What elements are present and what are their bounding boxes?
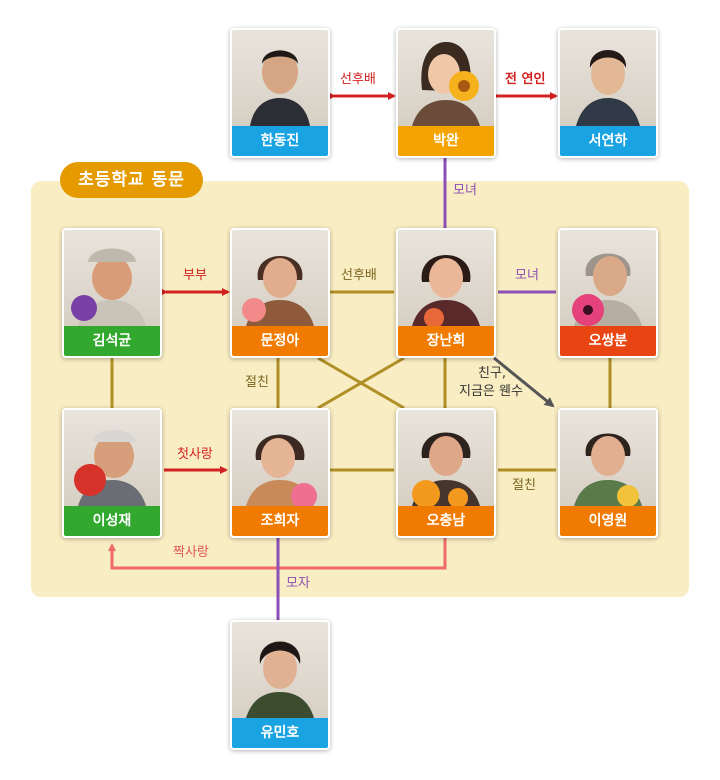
card-jang-nanhee[interactable]: 장난희 bbox=[396, 228, 496, 358]
portrait-photo bbox=[232, 410, 328, 506]
label-close-friend-left: 절친 bbox=[245, 375, 269, 390]
label-ex-lover: 전 연인 bbox=[505, 72, 546, 87]
portrait-photo bbox=[232, 230, 328, 326]
label-friend-now-enemy-2: 지금은 웬수 bbox=[459, 384, 523, 399]
label-unrequited-love: 짝사랑 bbox=[173, 545, 209, 560]
card-lee-seongjae[interactable]: 이성재 bbox=[62, 408, 162, 538]
name-park-wan: 박완 bbox=[398, 126, 494, 156]
card-oh-ssangbun[interactable]: 오쌍분 bbox=[558, 228, 658, 358]
name-oh-chungnam: 오충남 bbox=[398, 506, 494, 536]
portrait-photo bbox=[560, 30, 656, 126]
label-mother-daughter-right: 모녀 bbox=[515, 268, 539, 283]
name-lee-yeongwon: 이영원 bbox=[560, 506, 656, 536]
label-first-love: 첫사랑 bbox=[177, 447, 213, 462]
portrait-photo bbox=[560, 230, 656, 326]
name-jang-nanhee: 장난희 bbox=[398, 326, 494, 356]
card-seo-yeonha[interactable]: 서연하 bbox=[558, 28, 658, 158]
card-oh-chungnam[interactable]: 오충남 bbox=[396, 408, 496, 538]
card-moon-jeonga[interactable]: 문정아 bbox=[230, 228, 330, 358]
portrait-photo bbox=[64, 410, 160, 506]
portrait-photo bbox=[64, 230, 160, 326]
portrait-photo bbox=[232, 622, 328, 718]
name-han-dongjin: 한동진 bbox=[232, 126, 328, 156]
card-yu-minho[interactable]: 유민호 bbox=[230, 620, 330, 750]
card-park-wan[interactable]: 박완 bbox=[396, 28, 496, 158]
name-yu-minho: 유민호 bbox=[232, 718, 328, 748]
label-seonhubae-top: 선후배 bbox=[340, 72, 376, 87]
portrait-photo bbox=[398, 230, 494, 326]
card-lee-yeongwon[interactable]: 이영원 bbox=[558, 408, 658, 538]
card-jo-heeja[interactable]: 조희자 bbox=[230, 408, 330, 538]
name-oh-ssangbun: 오쌍분 bbox=[560, 326, 656, 356]
portrait-photo bbox=[398, 410, 494, 506]
name-kim-seokgyun: 김석균 bbox=[64, 326, 160, 356]
group-label: 초등학교 동문 bbox=[60, 162, 203, 198]
label-seonhubae-mid: 선후배 bbox=[341, 268, 377, 283]
line-jang-jo bbox=[317, 356, 405, 410]
card-kim-seokgyun[interactable]: 김석균 bbox=[62, 228, 162, 358]
label-friend-now-enemy-1: 친구, bbox=[478, 366, 507, 381]
portrait-photo bbox=[232, 30, 328, 126]
line-jang-leeyeongwon bbox=[493, 356, 555, 408]
name-seo-yeonha: 서연하 bbox=[560, 126, 656, 156]
portrait-photo bbox=[398, 30, 494, 126]
label-mother-daughter-top: 모녀 bbox=[453, 183, 477, 198]
label-couple: 부부 bbox=[183, 268, 207, 283]
name-moon-jeonga: 문정아 bbox=[232, 326, 328, 356]
label-mother-son: 모자 bbox=[286, 576, 310, 591]
name-jo-heeja: 조희자 bbox=[232, 506, 328, 536]
card-han-dongjin[interactable]: 한동진 bbox=[230, 28, 330, 158]
label-close-friend-right: 절친 bbox=[512, 478, 536, 493]
portrait-photo bbox=[560, 410, 656, 506]
name-lee-seongjae: 이성재 bbox=[64, 506, 160, 536]
